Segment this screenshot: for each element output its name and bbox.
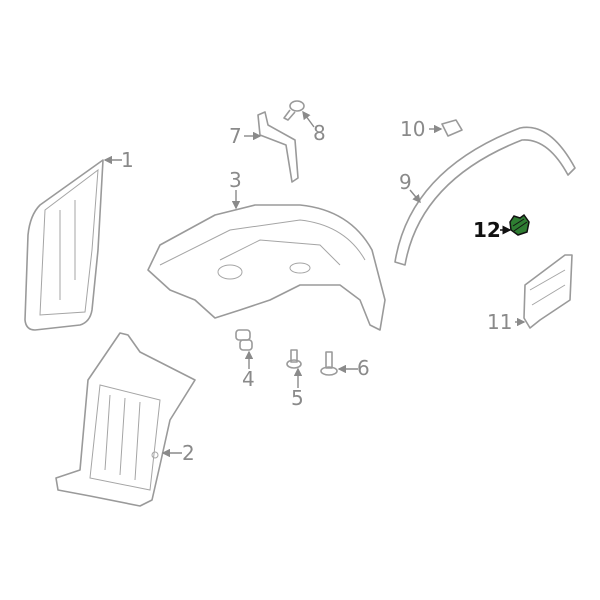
part-3-inner-fender[interactable] [147,204,386,331]
part-10-clip[interactable] [441,119,463,137]
callout-12: 12 [473,218,501,242]
callout-11: 11 [487,310,512,334]
leader-lines [103,110,526,458]
callout-8: 8 [313,121,326,145]
callout-6: 6 [357,356,370,380]
part-5-screw[interactable] [286,349,302,369]
callout-7: 7 [229,124,242,148]
callout-5: 5 [291,386,304,410]
part-6-screw[interactable] [320,351,338,376]
part-2-splash-liner[interactable] [55,332,196,507]
part-4-clip[interactable] [235,329,253,351]
part-9-arch-molding[interactable] [394,126,576,266]
part-11-mud-flap[interactable] [523,254,573,329]
part-12-clip-highlighted[interactable] [509,213,530,236]
callout-2: 2 [182,441,195,465]
part-1-liner-panel[interactable] [24,159,104,331]
callout-1: 1 [121,148,134,172]
part-7-bracket[interactable] [257,111,299,183]
callout-9: 9 [399,170,412,194]
callout-4: 4 [242,367,255,391]
callout-10: 10 [400,117,425,141]
callout-3: 3 [229,168,242,192]
part-8-bolt[interactable] [283,100,305,121]
